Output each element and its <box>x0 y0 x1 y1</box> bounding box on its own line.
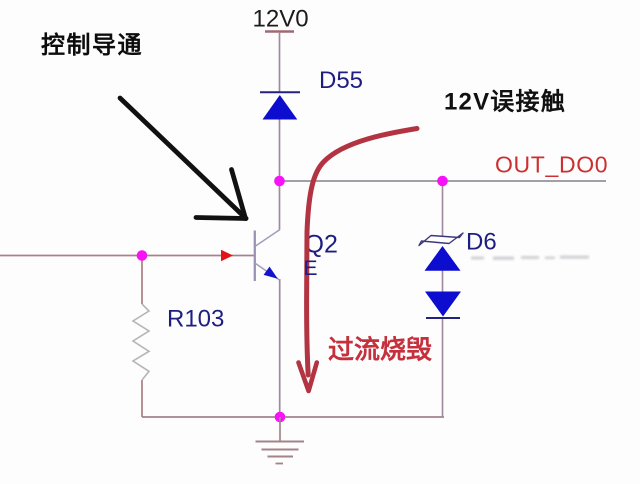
svg-text:过流烧毁: 过流烧毁 <box>328 335 432 365</box>
svg-text:12V0: 12V0 <box>253 6 309 33</box>
svg-text:12V误接触: 12V误接触 <box>444 88 566 116</box>
svg-text:D6: D6 <box>466 229 497 256</box>
svg-text:Q2: Q2 <box>305 231 338 259</box>
svg-text:控制导通: 控制导通 <box>41 31 143 59</box>
svg-text:D55: D55 <box>319 67 363 94</box>
svg-text:OUT_DO0: OUT_DO0 <box>495 152 608 178</box>
svg-text:E: E <box>304 257 318 280</box>
svg-text:R103: R103 <box>167 306 224 333</box>
